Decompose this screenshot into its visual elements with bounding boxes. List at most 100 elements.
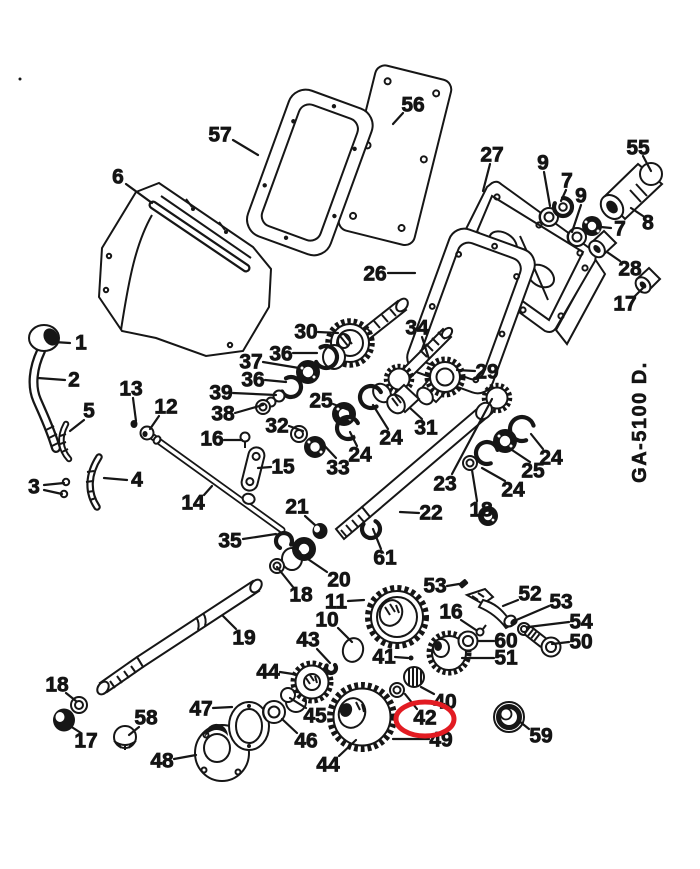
- part-label-24-2: 24: [348, 444, 372, 467]
- leader-line-41: [393, 655, 410, 660]
- leader-line-2: [36, 376, 67, 382]
- part-rod-14: [149, 433, 286, 534]
- leader-line-24: [371, 403, 390, 431]
- leader-line-19: [221, 614, 238, 631]
- leader-line-12: [148, 414, 161, 431]
- part-label-13: 13: [119, 378, 142, 401]
- leader-line-58: [127, 725, 141, 737]
- leader-line-3: [42, 488, 64, 496]
- leader-line-5: [68, 418, 86, 433]
- leader-line-18: [275, 565, 295, 589]
- leader-line-15: [256, 465, 273, 470]
- part-ring-18a: [462, 455, 478, 471]
- part-label-33: 33: [326, 457, 349, 480]
- leader-line-35: [241, 532, 278, 541]
- leader-line-16: [459, 618, 478, 632]
- part-label-10: 10: [315, 609, 338, 632]
- part-label-24: 24: [379, 427, 403, 450]
- part-label-19: 19: [232, 627, 255, 650]
- part-oring-10: [341, 637, 365, 663]
- leader-line-7: [599, 225, 613, 230]
- leader-line-43: [315, 647, 332, 665]
- part-bushing-28: [588, 229, 618, 259]
- part-shaft-19: [96, 578, 263, 696]
- part-knob-lever-1-2: [28, 324, 61, 453]
- part-ring-46: [262, 700, 286, 724]
- part-gear-44b: [327, 682, 397, 752]
- leader-line-44: [278, 670, 295, 676]
- leader-line-36: [263, 378, 288, 384]
- print-dot: [18, 77, 22, 81]
- part-label-30: 30: [294, 321, 317, 344]
- part-label-17-2: 17: [74, 730, 97, 753]
- part-label-14: 14: [181, 492, 205, 515]
- leader-line-3: [42, 481, 66, 487]
- part-label-58: 58: [134, 707, 158, 730]
- leader-line-24: [529, 432, 545, 451]
- leader-line-59: [517, 719, 531, 731]
- part-label-39: 39: [209, 382, 232, 405]
- leader-line-40: [419, 685, 436, 696]
- part-label-11: 11: [325, 591, 348, 614]
- part-label-48: 48: [150, 750, 174, 773]
- leader-line-23: [450, 397, 494, 476]
- part-pin-53a: [458, 579, 469, 589]
- part-snap-ring-35: [273, 530, 295, 552]
- leader-line-7: [559, 188, 568, 203]
- part-gasket-47: [228, 701, 270, 751]
- part-label-54: 54: [569, 611, 593, 634]
- leader-line-37: [261, 360, 301, 370]
- leader-line-53: [512, 604, 551, 623]
- part-label-3: 3: [28, 476, 40, 499]
- part-snap-ring-43: [323, 660, 339, 676]
- leader-line-34: [420, 335, 431, 361]
- part-label-27: 27: [480, 144, 503, 167]
- leader-line-18: [64, 691, 78, 703]
- part-label-44-2: 44: [316, 754, 340, 777]
- leader-line-54: [526, 620, 571, 629]
- part-bolt-50: [524, 626, 562, 658]
- part-gear-30-assembly: [322, 297, 409, 370]
- part-label-16: 16: [200, 428, 223, 451]
- part-bushing-31: [386, 383, 421, 415]
- leader-line-17: [65, 722, 83, 735]
- part-gear-29: [416, 356, 466, 406]
- leader-line-25: [510, 448, 532, 464]
- leader-line-52: [501, 598, 520, 608]
- part-snap-ring-61: [359, 517, 383, 541]
- part-label-24-4: 24: [501, 479, 525, 502]
- part-bearing-37: [296, 360, 320, 384]
- part-label-47: 47: [189, 698, 212, 721]
- part-label-42: 42: [413, 707, 436, 730]
- leader-line-18: [470, 468, 479, 503]
- leader-line-21: [303, 514, 317, 527]
- part-sleeve-55: [599, 162, 664, 221]
- leader-line-1: [52, 340, 72, 345]
- leader-line-22: [398, 510, 421, 515]
- part-label-41: 41: [372, 646, 396, 669]
- part-label-45: 45: [303, 705, 327, 728]
- highlight-ellipse-42: [393, 699, 457, 739]
- leader-line-24: [348, 430, 359, 448]
- part-label-18: 18: [469, 499, 493, 522]
- part-label-36-2: 36: [241, 369, 264, 392]
- leader-line-9: [570, 203, 583, 234]
- part-gear-44a: [290, 660, 334, 704]
- leader-line-17: [632, 285, 646, 299]
- leader-line-29: [455, 368, 477, 373]
- part-ball-41: [408, 655, 414, 661]
- part-label-35: 35: [218, 530, 242, 553]
- part-label-55: 55: [626, 137, 650, 160]
- part-bearing-59: [493, 701, 525, 733]
- part-gasket-57: [246, 88, 374, 257]
- part-label-46: 46: [294, 730, 317, 753]
- part-label-60: 60: [494, 630, 517, 653]
- leader-line-55: [641, 154, 653, 173]
- part-bearing-7b: [582, 216, 602, 236]
- part-gear-51: [426, 630, 472, 676]
- leader-line-38: [233, 403, 265, 415]
- part-clip-16b: [475, 624, 487, 637]
